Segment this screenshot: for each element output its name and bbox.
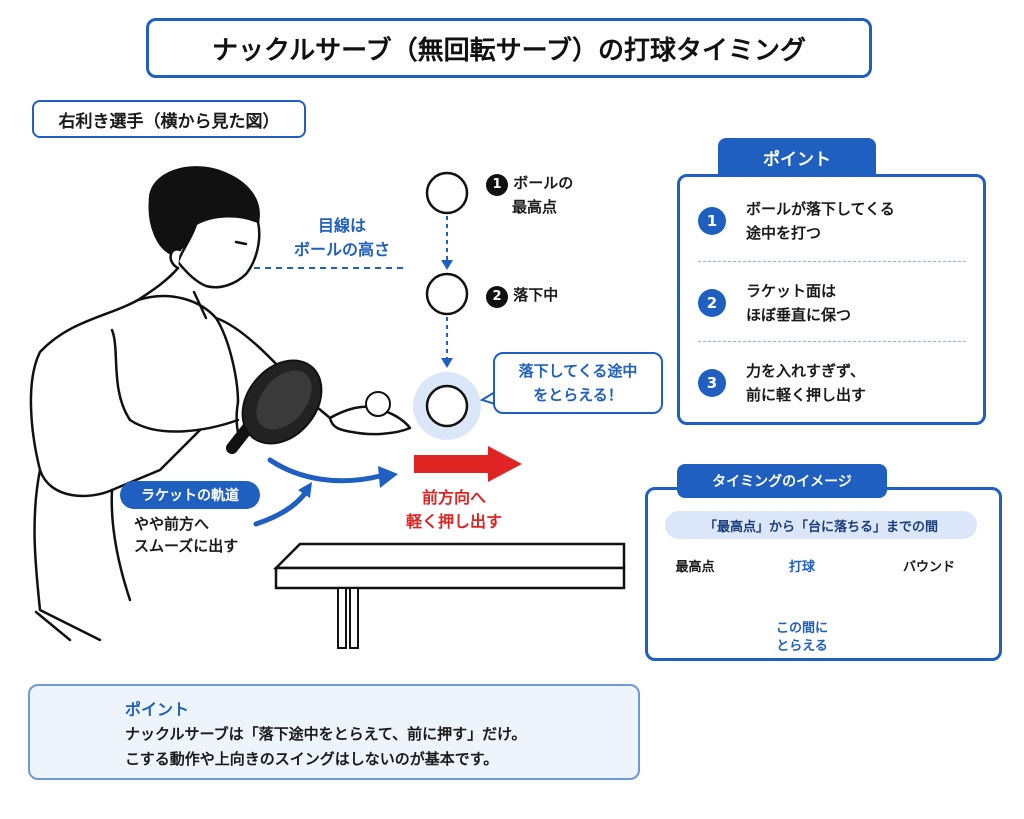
trajectory-description: やや前方へ スムーズに出す [134,515,239,555]
point-number: 1 [698,207,726,235]
gaze-note: 目線は ボールの高さ [293,216,390,259]
tip-box [28,684,640,780]
step-1-label: 1 ボールの 最高点 [486,172,573,218]
step-2-label: 2 落下中 [486,284,558,308]
timing-hit-label: 打球 [788,560,815,575]
timing-bounce-label: バウンド [902,560,955,575]
table-illustration [272,542,626,649]
hit-callout: 落下してくる途中 をとらえる！ [493,352,663,414]
divider [698,261,966,262]
page-title: ナックルサーブ（無回転サーブ）の打球タイミング [146,18,872,78]
point-item: 3 力を入れすぎず、 前に軽く押し出す [698,353,968,413]
points-heading: ポイント [718,138,876,176]
tip-heading: ポイント [125,700,190,719]
timing-catch-note: この間に とらえる [775,621,828,654]
point-item: 1 ボールが落下してくる 途中を打つ [698,191,968,251]
racket-trajectory-arrows [253,457,383,527]
trajectory-label: ラケットの軌道 [120,481,260,509]
ball-peak [425,171,469,215]
ball-in-hand [365,391,391,417]
timing-heading: タイミングのイメージ [677,464,887,498]
tip-text: ナックルサーブは「落下途中をとらえて、前に押す」だけ。 こする動作や上向きのスイ… [125,725,527,768]
down-arrow-icon [441,358,453,368]
ball-hit [425,384,469,428]
ball-falling [425,272,469,316]
down-arrow-icon [441,260,453,270]
timing-range: 「最高点」から「台に落ちる」までの間 [665,511,977,539]
step-1-number: 1 [486,174,508,196]
point-item: 2 ラケット面は ほぼ垂直に保つ [698,273,968,333]
point-number: 2 [698,289,726,317]
right-arrow-icon [414,446,522,482]
step-2-number: 2 [486,286,508,308]
divider [698,341,966,342]
player-illustration [29,166,412,642]
timing-peak-label: 最高点 [675,560,715,575]
racket-illustration [226,359,323,454]
ball-trajectory [413,171,481,440]
points-panel: 1 ボールが落下してくる 途中を打つ 2 ラケット面は ほぼ垂直に保つ 3 力を… [677,174,986,425]
view-caption: 右利き選手（横から見た図） [32,100,306,138]
forward-push-label: 前方向へ 軽く押し出す [405,488,502,531]
point-number: 3 [698,369,726,397]
